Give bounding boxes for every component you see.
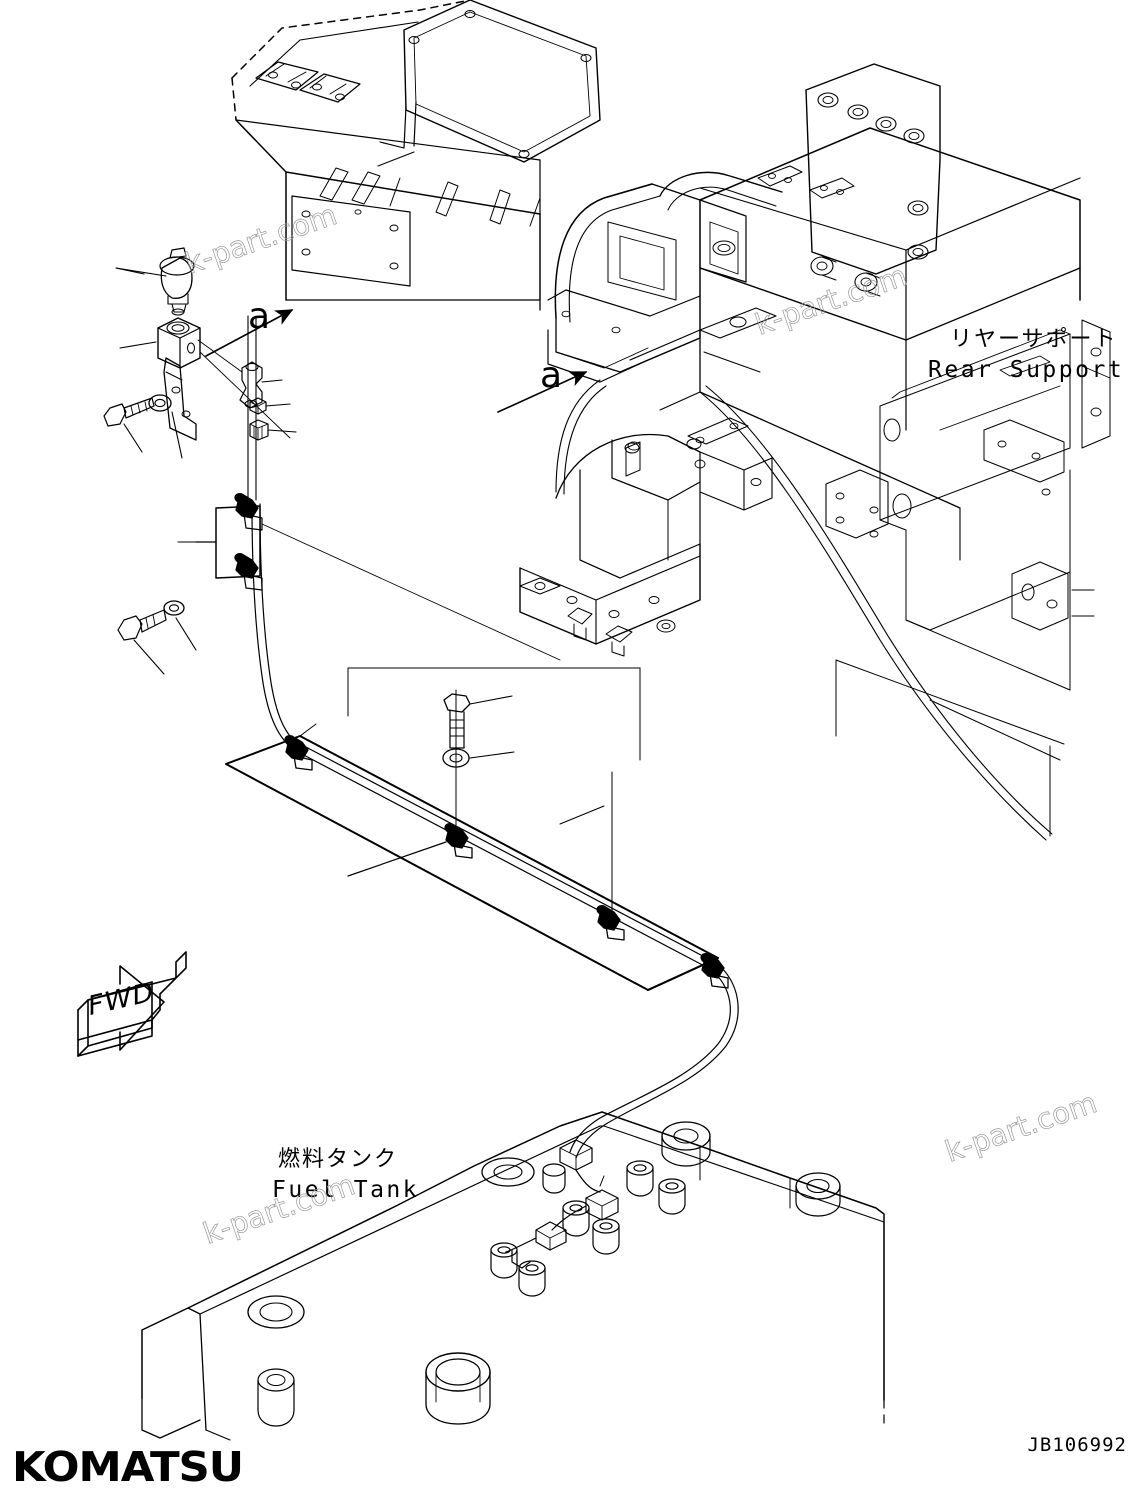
section-marker-a-left: a	[248, 296, 271, 337]
rear-support-label-en: Rear Support	[928, 357, 1125, 383]
fuel-tank-label-jp: 燃料タンク	[278, 1147, 399, 1172]
fuel-tank-label-en: Fuel Tank	[272, 1177, 420, 1203]
komatsu-logo: KOMATSU	[12, 1443, 244, 1491]
rear-support-label-jp: リヤーサポート	[950, 327, 1118, 352]
section-marker-a-center: a	[540, 355, 563, 396]
drawing-part-number: JB106992	[1027, 1434, 1127, 1456]
